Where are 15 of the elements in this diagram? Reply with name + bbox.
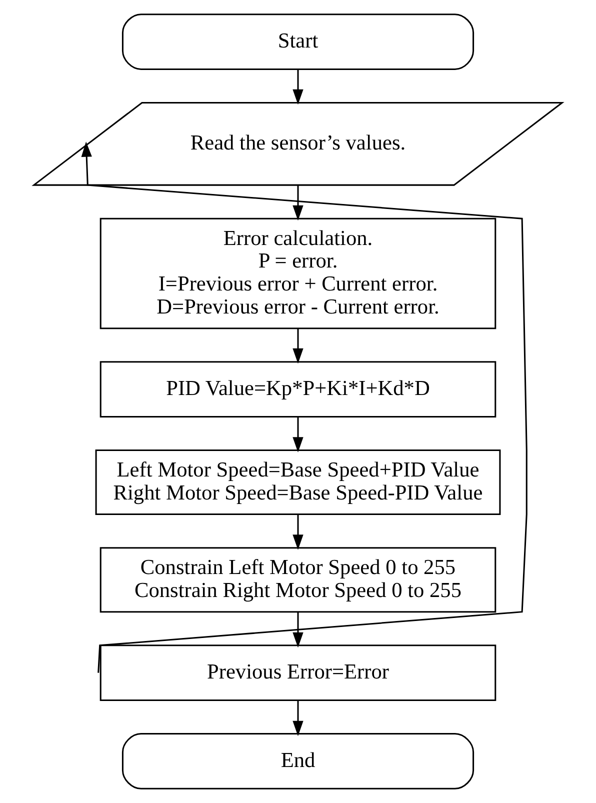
- node-box: End: [122, 733, 474, 790]
- node-box: Previous Error=Error: [100, 644, 496, 701]
- node-box: Error calculation. P = error. I=Previous error + Current error. D=Previous error - Current error.: [100, 218, 496, 330]
- node-box: Start: [122, 14, 474, 70]
- arrow: [81, 142, 528, 673]
- node-box: Left Motor Speed=Base Speed+PID Value Right Motor Speed=Base Speed-PID Value: [95, 450, 501, 516]
- arrow: [292, 514, 304, 550]
- arrow: [292, 185, 304, 221]
- node-box: PID Value=Kp*P+Ki*I+Kd*D: [100, 361, 496, 418]
- arrow: [292, 69, 304, 105]
- arrow: [292, 328, 304, 364]
- arrow: [292, 700, 304, 736]
- arrow: [292, 612, 304, 648]
- arrow: [292, 416, 304, 452]
- node-box: Constrain Left Motor Speed 0 to 255 Constrain Right Motor Speed 0 to 255: [100, 547, 496, 613]
